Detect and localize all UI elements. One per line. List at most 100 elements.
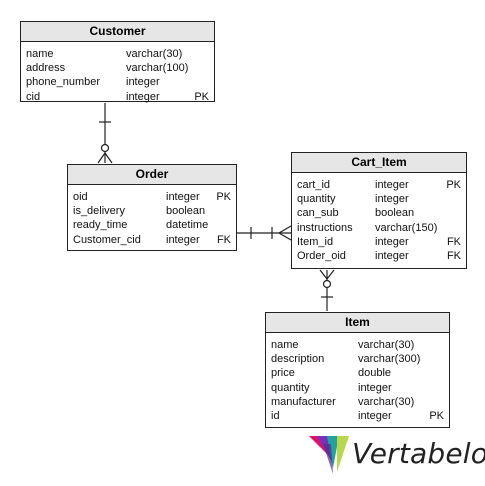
attribute-key: [208, 218, 231, 232]
crowfoot-right: [104, 152, 113, 164]
attribute-key: [420, 352, 444, 366]
attribute-key: FK: [216, 233, 231, 246]
optional-circle: [100, 143, 110, 153]
attribute-type: integer: [375, 250, 409, 263]
attribute-row: id integer PK: [271, 409, 444, 423]
attribute-name: quantity: [271, 381, 310, 394]
attribute-name: oid: [73, 191, 88, 203]
logo-text: Vertabelo: [352, 437, 485, 470]
entity-item[interactable]: Item name varchar(30) description varchar(3…: [265, 312, 450, 428]
attribute-row: Order_oid integer FK: [297, 249, 461, 263]
attribute-row: description varchar(300): [271, 352, 444, 366]
attribute-key: [392, 381, 444, 395]
attribute-type: integer: [166, 191, 200, 203]
logo-triangles-icon: [309, 436, 349, 474]
attribute-name: name: [26, 48, 54, 60]
attribute-name: quantity: [297, 193, 336, 206]
attribute-name: is_delivery: [73, 205, 125, 218]
attribute-type: integer: [375, 179, 409, 191]
crowfoot-right: [326, 269, 335, 280]
attribute-key: [414, 206, 461, 220]
attribute-type: varchar(100): [126, 62, 189, 75]
attribute-key: PK: [429, 410, 444, 423]
attribute-name: phone_number: [26, 76, 101, 89]
attribute-name: name: [271, 339, 299, 351]
attribute-type: boolean: [375, 207, 415, 220]
relationship-customer-order: [97, 103, 113, 164]
attribute-name: cart_id: [297, 179, 331, 191]
attribute-row: oid integer PK: [73, 190, 231, 204]
attribute-row: price double: [271, 366, 444, 380]
attribute-key: [160, 75, 209, 89]
attribute-type: integer: [375, 193, 409, 206]
attribute-row: cart_id integer PK: [297, 178, 461, 192]
attribute-row: can_sub boolean: [297, 206, 461, 220]
attribute-key: [437, 221, 461, 235]
attribute-type: integer: [166, 233, 200, 246]
attribute-type: boolean: [166, 205, 206, 218]
attribute-key: [414, 338, 444, 352]
attribute-name: description: [271, 353, 325, 366]
attribute-row: phone_number integer: [26, 75, 209, 89]
attribute-row: address varchar(100): [26, 61, 209, 75]
attribute-key: [205, 204, 231, 218]
attribute-row: is_delivery boolean: [73, 204, 231, 218]
entity-customer[interactable]: Customer name varchar(30) address varchar(1…: [20, 21, 215, 103]
entity-title: Item: [266, 313, 449, 333]
attribute-name: id: [271, 410, 280, 423]
attribute-key: [391, 366, 444, 380]
attribute-row: Item_id integer FK: [297, 235, 461, 249]
attribute-type: varchar(150): [375, 221, 438, 234]
entity-title: Customer: [21, 22, 214, 42]
vertabelo-logo-mark: [309, 436, 349, 474]
attribute-key: PK: [194, 90, 209, 103]
attribute-key: PK: [446, 179, 461, 191]
crowfoot-left: [97, 152, 106, 164]
relationship-cartitem-item: [319, 269, 335, 311]
attribute-name: can_sub: [297, 207, 339, 220]
attribute-name: Order_oid: [297, 250, 346, 263]
attribute-row: name varchar(30): [26, 47, 209, 61]
attribute-row: cid integer PK: [26, 90, 209, 104]
attribute-type: integer: [375, 235, 409, 248]
attribute-row: name varchar(30): [271, 338, 444, 352]
optional-circle: [322, 279, 332, 289]
attribute-name: ready_time: [73, 219, 128, 232]
attribute-type: varchar(30): [126, 48, 183, 60]
attribute-key: [409, 192, 461, 206]
attribute-type: integer: [358, 410, 392, 423]
attribute-type: double: [358, 367, 392, 380]
attribute-key: FK: [446, 250, 461, 263]
attribute-type: varchar(30): [358, 339, 415, 351]
attribute-type: integer: [126, 76, 160, 89]
crowfoot-bottom: [278, 232, 292, 241]
crowfoot-top: [278, 225, 292, 234]
attribute-key: FK: [446, 235, 461, 248]
attribute-type: varchar(300): [358, 353, 421, 366]
attribute-key: [188, 61, 209, 75]
entity-title: Cart_Item: [292, 153, 466, 173]
attribute-row: ready_time datetime: [73, 218, 231, 232]
attribute-name: Item_id: [297, 235, 334, 248]
attribute-name: cid: [26, 90, 41, 103]
attribute-type: integer: [358, 381, 392, 394]
attribute-row: quantity integer: [297, 192, 461, 206]
attribute-type: datetime: [166, 219, 209, 232]
attribute-name: price: [271, 367, 295, 380]
attribute-row: quantity integer: [271, 381, 444, 395]
attribute-name: instructions: [297, 221, 353, 234]
attribute-type: integer: [126, 90, 160, 103]
attribute-name: address: [26, 62, 66, 75]
attribute-key: PK: [216, 191, 231, 203]
crowfoot-left: [319, 269, 328, 280]
attribute-row: instructions varchar(150): [297, 221, 461, 235]
attribute-name: manufacturer: [271, 395, 336, 408]
entity-title: Order: [68, 165, 236, 185]
